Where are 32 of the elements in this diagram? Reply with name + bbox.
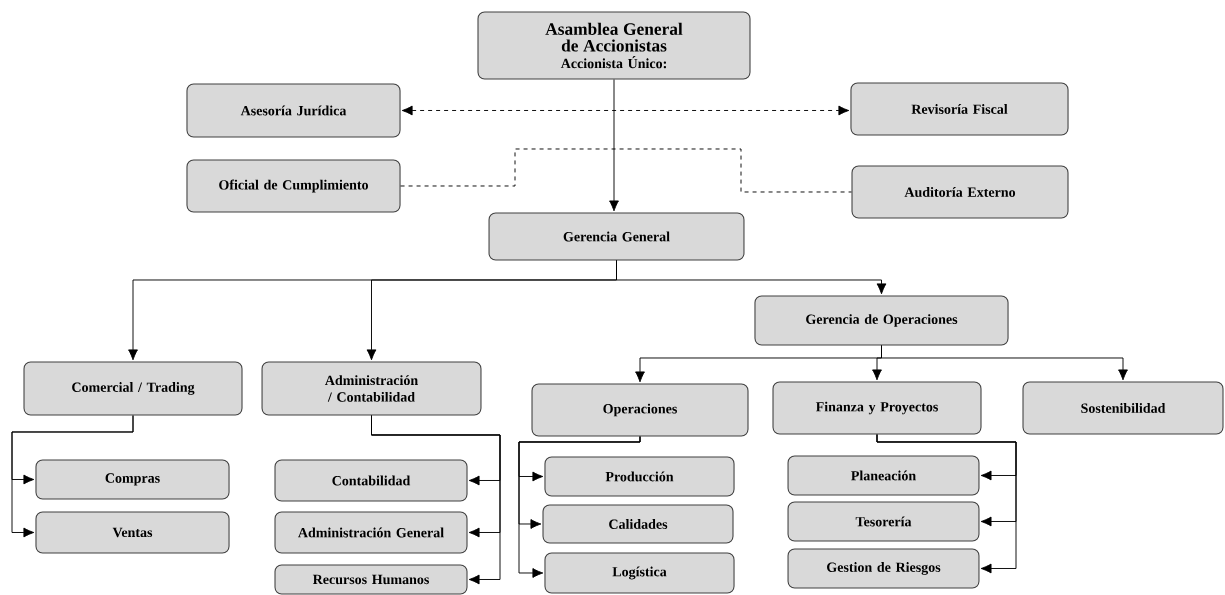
org-box: Gerencia General (488, 212, 745, 261)
arrow (401, 105, 850, 116)
org-box: Producción (544, 456, 735, 497)
org-box: Revisoría Fiscal (850, 82, 1069, 136)
org-box: Operaciones (531, 383, 749, 437)
org-box: Sostenibilidad (1022, 381, 1224, 435)
arrow (11, 415, 134, 538)
org-box: Asesoría Jurídica (186, 83, 401, 138)
arrow (881, 345, 1128, 381)
arrow (876, 434, 1017, 574)
org-box: Ventas (35, 511, 230, 554)
org-box: Calidades (542, 504, 734, 544)
arrow (616, 260, 887, 295)
org-box: Planeación (787, 455, 980, 496)
org-box: Tesorería (787, 501, 980, 542)
org-box: Contabilidad (274, 459, 468, 502)
arrow (609, 79, 619, 212)
org-box: Auditoría Externo (851, 165, 1069, 219)
org-box: Asamblea General de Accionistas Accionista Único: (477, 11, 751, 80)
org-box: Recursos Humanos (274, 564, 468, 595)
org-box: Gerencia de Operaciones (754, 295, 1009, 346)
org-box: Compras (35, 459, 230, 500)
connector-line (400, 148, 852, 193)
arrow (371, 415, 501, 585)
org-box: Gestion de Riesgos (787, 548, 980, 589)
org-box: Logística (544, 552, 735, 594)
arrow (518, 436, 641, 578)
org-box: Finanza y Proyectos (772, 381, 982, 435)
org-box: Administración / Contabilidad (261, 361, 482, 416)
org-box: Administración General (274, 511, 468, 554)
org-box: Comercial / Trading (23, 361, 243, 416)
org-box: Oficial de Cumplimiento (186, 159, 401, 213)
